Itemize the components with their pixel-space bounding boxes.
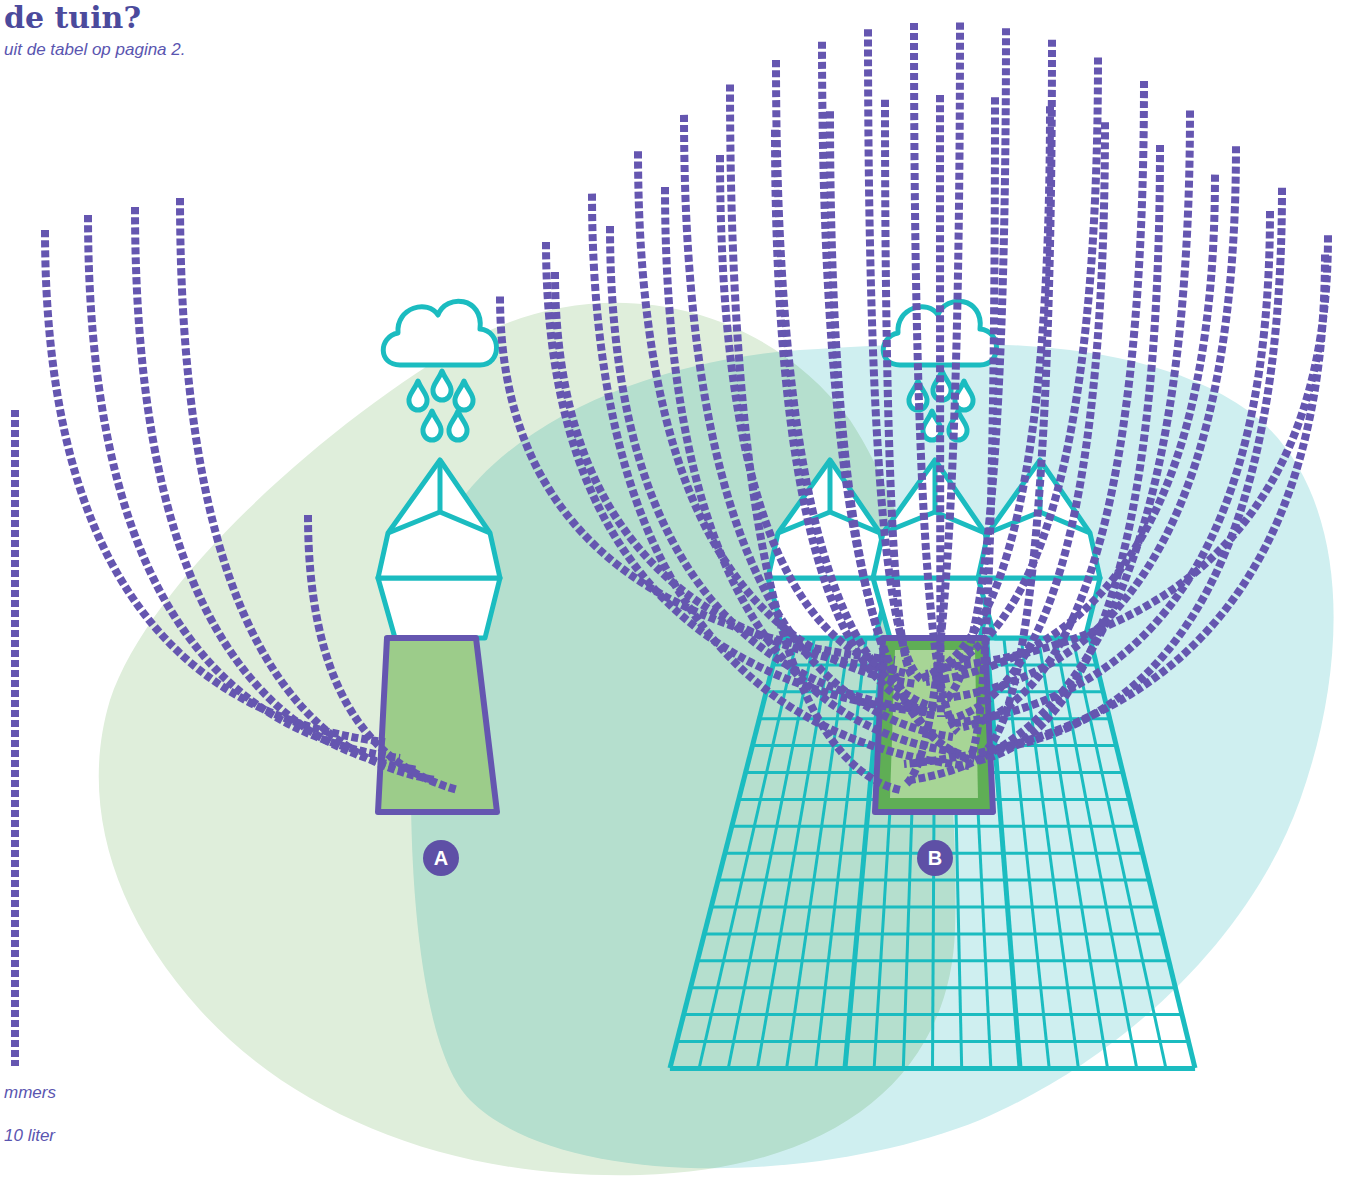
rain-drop [423, 411, 441, 440]
water-flow [45, 230, 385, 742]
scale-line [11, 410, 19, 1066]
rain-drop [433, 371, 451, 400]
legend-unit: mmers [4, 1083, 56, 1103]
subtitle: uit de tabel op pagina 2. [4, 40, 185, 60]
water-flow [720, 155, 905, 673]
water-flow [135, 207, 418, 770]
water-flow [885, 100, 912, 676]
water-flows [45, 23, 1328, 790]
water-flow [926, 57, 1098, 674]
cloud [383, 301, 496, 365]
rain-drop [455, 381, 473, 410]
water-flow [955, 211, 1270, 723]
callout-circle: B [917, 840, 953, 876]
water-flow [914, 23, 958, 732]
callout-letter: B [928, 848, 942, 868]
rain-drop [409, 381, 427, 410]
water-flow [665, 187, 956, 752]
water-flow [970, 97, 995, 758]
house-a [378, 460, 500, 638]
water-flow [948, 122, 1105, 720]
water-flow [904, 254, 1325, 764]
water-flow [730, 85, 900, 791]
water-flow [822, 42, 974, 761]
legend-volume: 10 liter [4, 1126, 55, 1146]
water-flow [88, 215, 400, 758]
water-flow [919, 106, 1050, 679]
water-flow [308, 515, 458, 790]
garden-a [378, 638, 497, 812]
water-flow [775, 130, 934, 714]
rain-clouds [383, 301, 996, 440]
title: de tuin? [4, 0, 141, 35]
callout-circle: A [423, 840, 459, 876]
water-flow [940, 95, 941, 717]
water-flow [180, 198, 436, 780]
rain-drop [449, 411, 467, 440]
callout-letter: A [434, 848, 448, 868]
water-flow [977, 145, 1160, 761]
